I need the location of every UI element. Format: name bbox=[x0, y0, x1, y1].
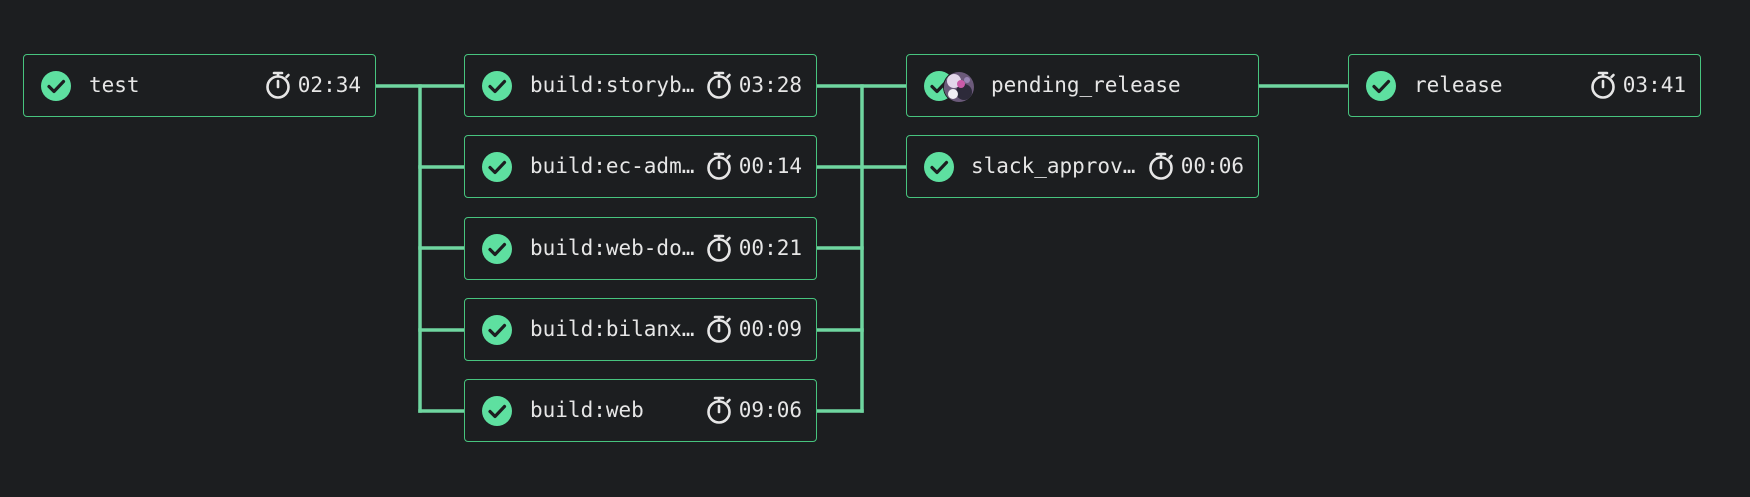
success-check-icon bbox=[482, 71, 512, 101]
stopwatch-icon bbox=[265, 71, 290, 99]
user-avatar bbox=[943, 71, 975, 103]
stopwatch-icon bbox=[706, 315, 731, 343]
job-timer: 03:41 bbox=[1589, 55, 1686, 115]
job-build-web-docs[interactable]: build:web-do… 00:21 bbox=[464, 217, 817, 280]
job-build-ec-admin[interactable]: build:ec-adm… 00:14 bbox=[464, 135, 817, 198]
job-build-bilanx[interactable]: build:bilanx… 00:09 bbox=[464, 298, 817, 361]
job-build-storybook[interactable]: build:storyb… 03:28 bbox=[464, 54, 817, 117]
stopwatch-icon bbox=[1148, 152, 1173, 180]
job-name: slack_approv… bbox=[971, 154, 1136, 178]
success-check-icon bbox=[482, 234, 512, 264]
job-duration: 03:41 bbox=[1622, 73, 1686, 97]
job-duration: 00:21 bbox=[738, 236, 802, 260]
stopwatch-icon bbox=[706, 234, 731, 262]
job-name: build:web-do… bbox=[530, 236, 695, 260]
job-name: pending_release bbox=[991, 73, 1181, 97]
stopwatch-icon bbox=[1590, 71, 1615, 99]
job-timer: 00:14 bbox=[705, 136, 802, 196]
job-name: build:bilanx… bbox=[530, 317, 695, 341]
job-build-web[interactable]: build:web 09:06 bbox=[464, 379, 817, 442]
job-slack-approval[interactable]: slack_approv… 00:06 bbox=[906, 135, 1259, 198]
success-check-icon bbox=[482, 315, 512, 345]
job-name: build:ec-adm… bbox=[530, 154, 695, 178]
success-check-icon bbox=[924, 152, 954, 182]
job-pending-release[interactable]: pending_release bbox=[906, 54, 1259, 117]
job-duration: 00:14 bbox=[738, 154, 802, 178]
success-check-icon bbox=[41, 71, 71, 101]
job-timer: 02:34 bbox=[264, 55, 361, 115]
success-check-icon bbox=[1366, 71, 1396, 101]
job-test[interactable]: test 02:34 bbox=[23, 54, 376, 117]
success-check-icon bbox=[482, 152, 512, 182]
stopwatch-icon bbox=[706, 71, 731, 99]
job-name: test bbox=[89, 73, 140, 97]
job-timer: 00:06 bbox=[1147, 136, 1244, 196]
job-duration: 00:06 bbox=[1180, 154, 1244, 178]
stopwatch-icon bbox=[706, 396, 731, 424]
job-name: release bbox=[1414, 73, 1503, 97]
job-timer: 09:06 bbox=[705, 380, 802, 440]
job-timer: 00:21 bbox=[705, 218, 802, 278]
stopwatch-icon bbox=[706, 152, 731, 180]
job-duration: 09:06 bbox=[738, 398, 802, 422]
job-name: build:storyb… bbox=[530, 73, 695, 97]
job-duration: 03:28 bbox=[738, 73, 802, 97]
job-timer: 03:28 bbox=[705, 55, 802, 115]
job-duration: 02:34 bbox=[297, 73, 361, 97]
success-check-icon bbox=[482, 396, 512, 426]
job-release[interactable]: release 03:41 bbox=[1348, 54, 1701, 117]
job-duration: 00:09 bbox=[738, 317, 802, 341]
job-timer: 00:09 bbox=[705, 299, 802, 359]
job-name: build:web bbox=[530, 398, 644, 422]
